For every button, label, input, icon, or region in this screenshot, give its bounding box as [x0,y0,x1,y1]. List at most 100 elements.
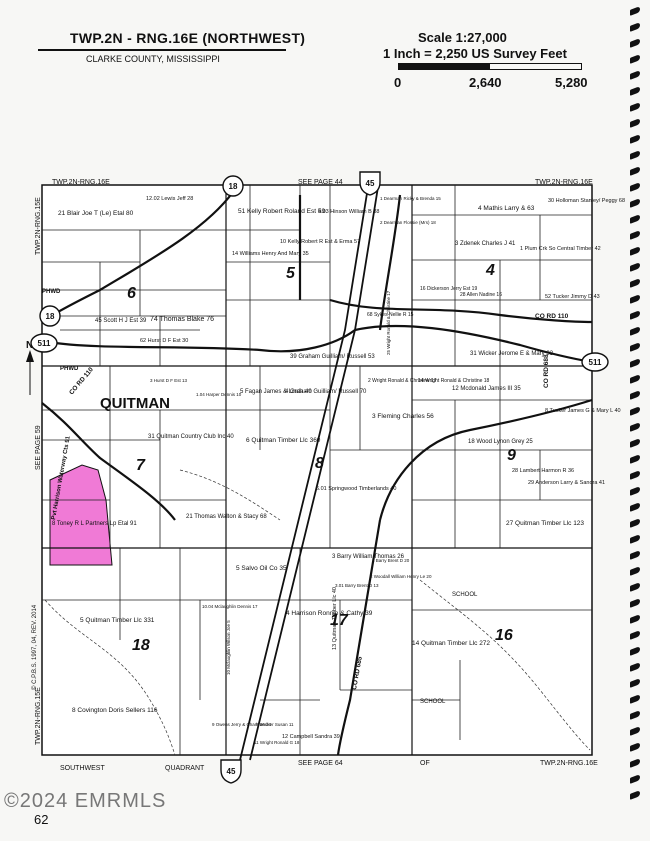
parcel-label: 1 Barry Brent D 20 [372,558,410,563]
parcel-label: 3 Hurst D F Est 13 [150,378,188,383]
section-number: 18 [132,637,150,654]
parcel-label: 28 Allen Nadine 16 [460,292,502,298]
parcel-label: 4 Harrison Ronnie & Cathy 39 [286,610,373,617]
parcel-label: 18 Wood Lynon Grey 25 [468,439,533,445]
parcel-label: 4.03 Hinson William B 38 [318,209,379,215]
parcel-label: 8 Tucker James G & Mary L 40 [545,408,621,414]
town-label: QUITMAN [100,395,170,412]
parcel-label: 27 Quitman Timber Llc 123 [506,520,584,527]
road-label: PHWD [60,366,79,372]
scale-label-mid: 2,640 [469,75,502,90]
svg-text:18: 18 [229,182,238,191]
north-label: N [26,340,33,351]
scale-title: Scale 1:27,000 [418,30,507,45]
parcel-label: 12 Campbell Sandra 39 [282,734,340,740]
parcel-label: 3 Fleming Charles 56 [372,413,434,420]
parcel-label: 4 Graham Guilliam/ Russell 70 [285,389,367,395]
parcel-label: 21 Thomas Walton & Stacy 68 [186,514,267,520]
parcel-label: 12 Mcdonald James III 35 [452,386,521,392]
parcel-label: 29 Anderson Larry & Sandra 41 [528,480,605,486]
parcel-label: 21 Blair Joe T (Le) Etal 80 [58,210,134,217]
parcel-label: 30 Holloman Stanley/ Peggy 68 [548,198,625,204]
frame-label-top-center: SEE PAGE 44 [298,179,343,186]
parcel-label: 10 Mclaughlin Wilson Joe 5 [226,620,231,675]
title-rule [38,49,286,51]
scale-label-start: 0 [394,75,402,90]
map-title: TWP.2N - RNG.16E (NORTHWEST) [70,30,306,46]
frame-label-bottom-right: TWP.2N-RNG.16E [540,760,598,767]
scale-bar [398,63,582,70]
parcel-label: 14 Wright Ronald & Christine 18 [418,378,490,384]
svg-text:45: 45 [227,767,236,776]
frame-label-bottom-center: SEE PAGE 64 [298,760,343,767]
section-number: 9 [507,447,516,464]
county-label: CLARKE COUNTY, MISSISSIPPI [86,54,220,64]
copyright-label: © C.P.B.S. 1997, 04, REV. 2014 [31,604,38,690]
parcel-labels: 21 Blair Joe T (Le) Etal 80 12.02 Lewis … [52,196,625,745]
section-number: 4 [485,262,495,279]
parcel-label: 4 Mathis Larry & 63 [478,205,535,212]
section-number: 6 [127,285,136,302]
svg-text:45: 45 [366,179,375,188]
parcel-label: 9 Owens Jerry & Charlene 34 [212,722,272,727]
section-number: 17 [330,612,349,629]
parcel-label: 8 Toney R L Partners Lp Etal 91 [52,521,137,527]
parcel-label: 1 Plum Crk So Central Timber 42 [520,246,601,252]
parcel-label: 3.01 Barry Brent D 13 [335,583,379,588]
frame-label-top-right: TWP.2N-RNG.16E [535,179,593,186]
parcel-label: 1.04 Harper Dennis 10 [196,392,242,397]
route-shield: 18 45 18 511 511 45 [30,171,609,784]
roads [41,191,593,756]
frame-label-left-upper: TWP.2N-RNG.15E [35,197,42,255]
parcel-label: 13 Quitman Timber Llc 40 [332,587,338,650]
section-number: 8 [315,455,324,472]
parcel-label: 11 Wright Ronald G 18 [254,740,300,745]
road-label: CO RD 688 [543,354,550,388]
parcel-label: 31 Wicker Jerome E & Mary 33 [470,351,554,357]
parcel-label: 3 Barry William Thomas 26 [332,554,405,560]
school-label: SCHOOL [420,699,446,705]
watermark: ©2024 EMRMLS [4,790,167,812]
section-number: 5 [286,265,296,282]
section-number: 7 [136,457,146,474]
parcel-label: 51 Kelly Robert Roland Est 59 [238,208,325,215]
parcel-label: 14 Quitman Timber Llc 272 [412,640,490,647]
frame-label-southwest: SOUTHWEST [60,765,105,772]
scale-equation: 1 Inch = 2,250 US Survey Feet [383,46,567,61]
parcel-label: 2 Dearman Flossie (Mrs) 18 [380,220,436,225]
frame-label-left-page: SEE PAGE 59 [35,425,42,470]
parcel-label: 52 Tucker Jimmy D 43 [545,294,600,300]
parcel-label: 2 Woodall William Henry Le 20 [370,574,432,579]
svg-text:511: 511 [589,358,602,367]
parcel-label: 68 Sykes Nellie R 15 [367,312,414,318]
creeks [44,469,591,756]
parcel-label: 45 Scott H J Est 39 [95,318,147,324]
school-label: SCHOOL [452,592,478,598]
frame-label-of: OF [420,760,430,767]
section-number: 16 [495,627,513,644]
road-label: PHWD [42,289,61,295]
scale-label-end: 5,280 [555,75,588,90]
parcel-label: 8 Covington Doris Sellers 116 [72,707,158,714]
svg-text:18: 18 [46,312,55,321]
parcel-label: 5 Fagan James & Linda 40 [240,389,312,395]
parcel-label: 10 Kelly Robert R Est & Erma 57 [280,239,360,245]
north-arrow-icon [26,350,34,395]
parcel-label: 10.04 Mclaughlin Dennis 17 [202,604,258,609]
parcel-label: 6 Quitman Timber Llc 360 [246,437,321,444]
frame-label-quadrant: QUADRANT [165,765,205,772]
parcel-label: 62 Hurst D F Est 30 [140,338,188,344]
parcel-label: 1 Dearman Ricky & Brenda 15 [380,196,441,201]
page-number: 62 [34,812,49,827]
parcel-label: 16 Dickerson Jerry Est 19 [420,286,477,292]
parcel-label: 14 Williams Henry And Mary 35 [232,251,309,257]
parcel-lines [42,185,592,755]
parcel-label: 9 Walker Susan 11 [256,722,294,727]
parcel-label: 3 Zdenek Charles J 41 [455,241,516,247]
frame-label-top-left: TWP.2N-RNG.16E [52,179,110,186]
parcel-label: 28 Lambert Harmon R 36 [512,468,574,474]
road-label: CO RD 110 [535,313,569,320]
parcel-label: 12.02 Lewis Jeff 28 [146,196,193,202]
parcel-label: 39 Graham Guilliam/ Russell 53 [290,354,375,360]
